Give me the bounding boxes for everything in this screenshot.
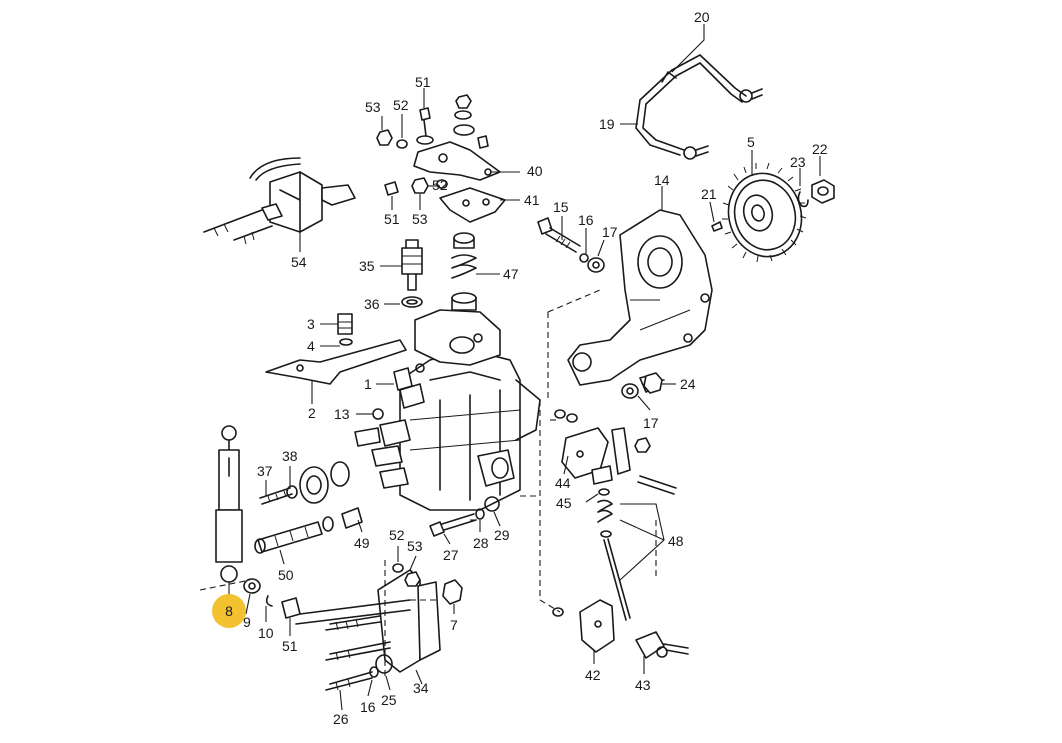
label-25: 25	[381, 692, 397, 708]
label-44: 44	[555, 475, 571, 491]
label-17-top: 17	[602, 224, 618, 240]
cold-start-device-part	[203, 157, 356, 245]
damper-strut-part	[215, 425, 301, 619]
nut-and-clip-parts	[711, 179, 835, 232]
label-7: 7	[450, 617, 458, 633]
bolt-washer-parts	[537, 217, 665, 399]
label-52-top: 52	[393, 97, 409, 113]
label-53-low: 53	[407, 538, 423, 554]
label-16-bottom: 16	[360, 699, 376, 715]
label-49: 49	[354, 535, 370, 551]
spring-stack-part	[451, 232, 477, 311]
label-51-top: 51	[415, 74, 431, 90]
label-53-top: 53	[365, 99, 381, 115]
label-9: 9	[243, 614, 251, 630]
label-48: 48	[668, 533, 684, 549]
label-14: 14	[654, 172, 670, 188]
label-23: 23	[790, 154, 806, 170]
label-45: 45	[556, 495, 572, 511]
label-50: 50	[278, 567, 294, 583]
injection-pump-body-part	[354, 309, 541, 511]
label-42: 42	[585, 667, 601, 683]
label-26: 26	[333, 711, 349, 727]
dashed-guide-lines	[199, 289, 657, 680]
hex-bolt-24-part	[643, 372, 663, 394]
label-41: 41	[524, 192, 540, 208]
bolt-27-part	[429, 496, 500, 537]
label-8[interactable]: 8	[225, 603, 233, 619]
label-2: 2	[308, 405, 316, 421]
label-27: 27	[443, 547, 459, 563]
leader-lines	[245, 24, 821, 711]
label-43: 43	[635, 677, 651, 693]
label-35: 35	[359, 258, 375, 274]
label-19: 19	[599, 116, 615, 132]
label-5: 5	[747, 134, 755, 150]
lower-levers-part	[552, 599, 689, 659]
label-53-mid: 53	[412, 211, 428, 227]
bracket-bolt-parts	[265, 313, 407, 385]
solenoid-part	[401, 239, 423, 308]
label-1: 1	[364, 376, 372, 392]
lever-plates-parts	[413, 141, 506, 223]
lower-lever-assembly-part	[295, 563, 463, 691]
label-15: 15	[553, 199, 569, 215]
throttle-plate-part	[554, 409, 677, 495]
label-52-low: 52	[389, 527, 405, 543]
label-36: 36	[364, 296, 380, 312]
drive-shaft-part	[254, 507, 363, 554]
label-34: 34	[413, 680, 429, 696]
pulley-part	[259, 461, 350, 505]
label-47: 47	[503, 266, 519, 282]
label-29: 29	[494, 527, 510, 543]
fitting-parts	[372, 367, 413, 420]
upper-hardware-parts	[376, 94, 489, 196]
callout-labels: 20 19 5 23 22 21 14 51 53 52 40 52 51 53…	[243, 9, 828, 727]
label-10: 10	[258, 625, 274, 641]
sprocket-gear-part	[722, 162, 807, 263]
label-13: 13	[334, 406, 350, 422]
label-4: 4	[307, 338, 315, 354]
label-38: 38	[282, 448, 298, 464]
label-3: 3	[307, 316, 315, 332]
highlighted-callout-8[interactable]: 8	[212, 582, 246, 628]
label-22: 22	[812, 141, 828, 157]
highlight-circle[interactable]	[212, 594, 246, 628]
label-52-mid: 52	[432, 177, 448, 193]
label-37: 37	[257, 463, 273, 479]
label-54: 54	[291, 254, 307, 270]
label-24: 24	[680, 376, 696, 392]
label-17-bottom: 17	[643, 415, 659, 431]
label-20: 20	[694, 9, 710, 25]
bracket-rod-part	[635, 54, 763, 160]
linkage-spring-rod-part	[597, 488, 631, 621]
mounting-bracket-part	[567, 209, 713, 386]
label-28: 28	[473, 535, 489, 551]
label-51-mid: 51	[384, 211, 400, 227]
label-16-top: 16	[578, 212, 594, 228]
label-51-low: 51	[282, 638, 298, 654]
label-21: 21	[701, 186, 717, 202]
label-40: 40	[527, 163, 543, 179]
